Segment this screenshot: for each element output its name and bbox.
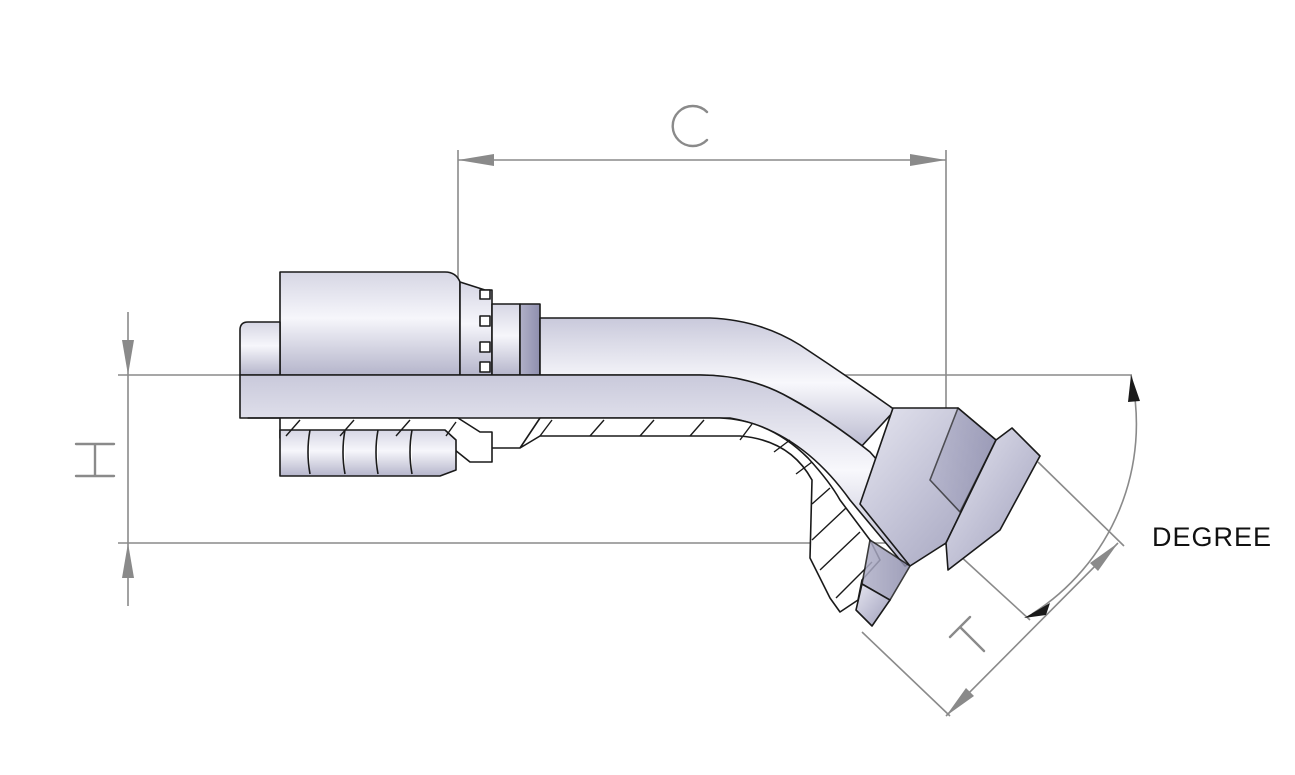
c-letter bbox=[671, 104, 709, 148]
t-letter bbox=[948, 615, 986, 653]
ring-teeth bbox=[479, 289, 491, 373]
fitting-body bbox=[239, 271, 1041, 627]
hose-barbs bbox=[279, 429, 457, 477]
flange-rim bbox=[945, 427, 1041, 571]
dimension-degree: DEGREE bbox=[945, 374, 1272, 621]
hex-collar bbox=[491, 303, 521, 376]
degree-label: DEGREE bbox=[1152, 522, 1272, 552]
barb-grooves bbox=[307, 429, 413, 475]
dimension-t bbox=[861, 461, 1125, 717]
h-letter bbox=[74, 442, 116, 478]
nipple-tip bbox=[239, 321, 281, 376]
ferrule bbox=[279, 271, 461, 376]
